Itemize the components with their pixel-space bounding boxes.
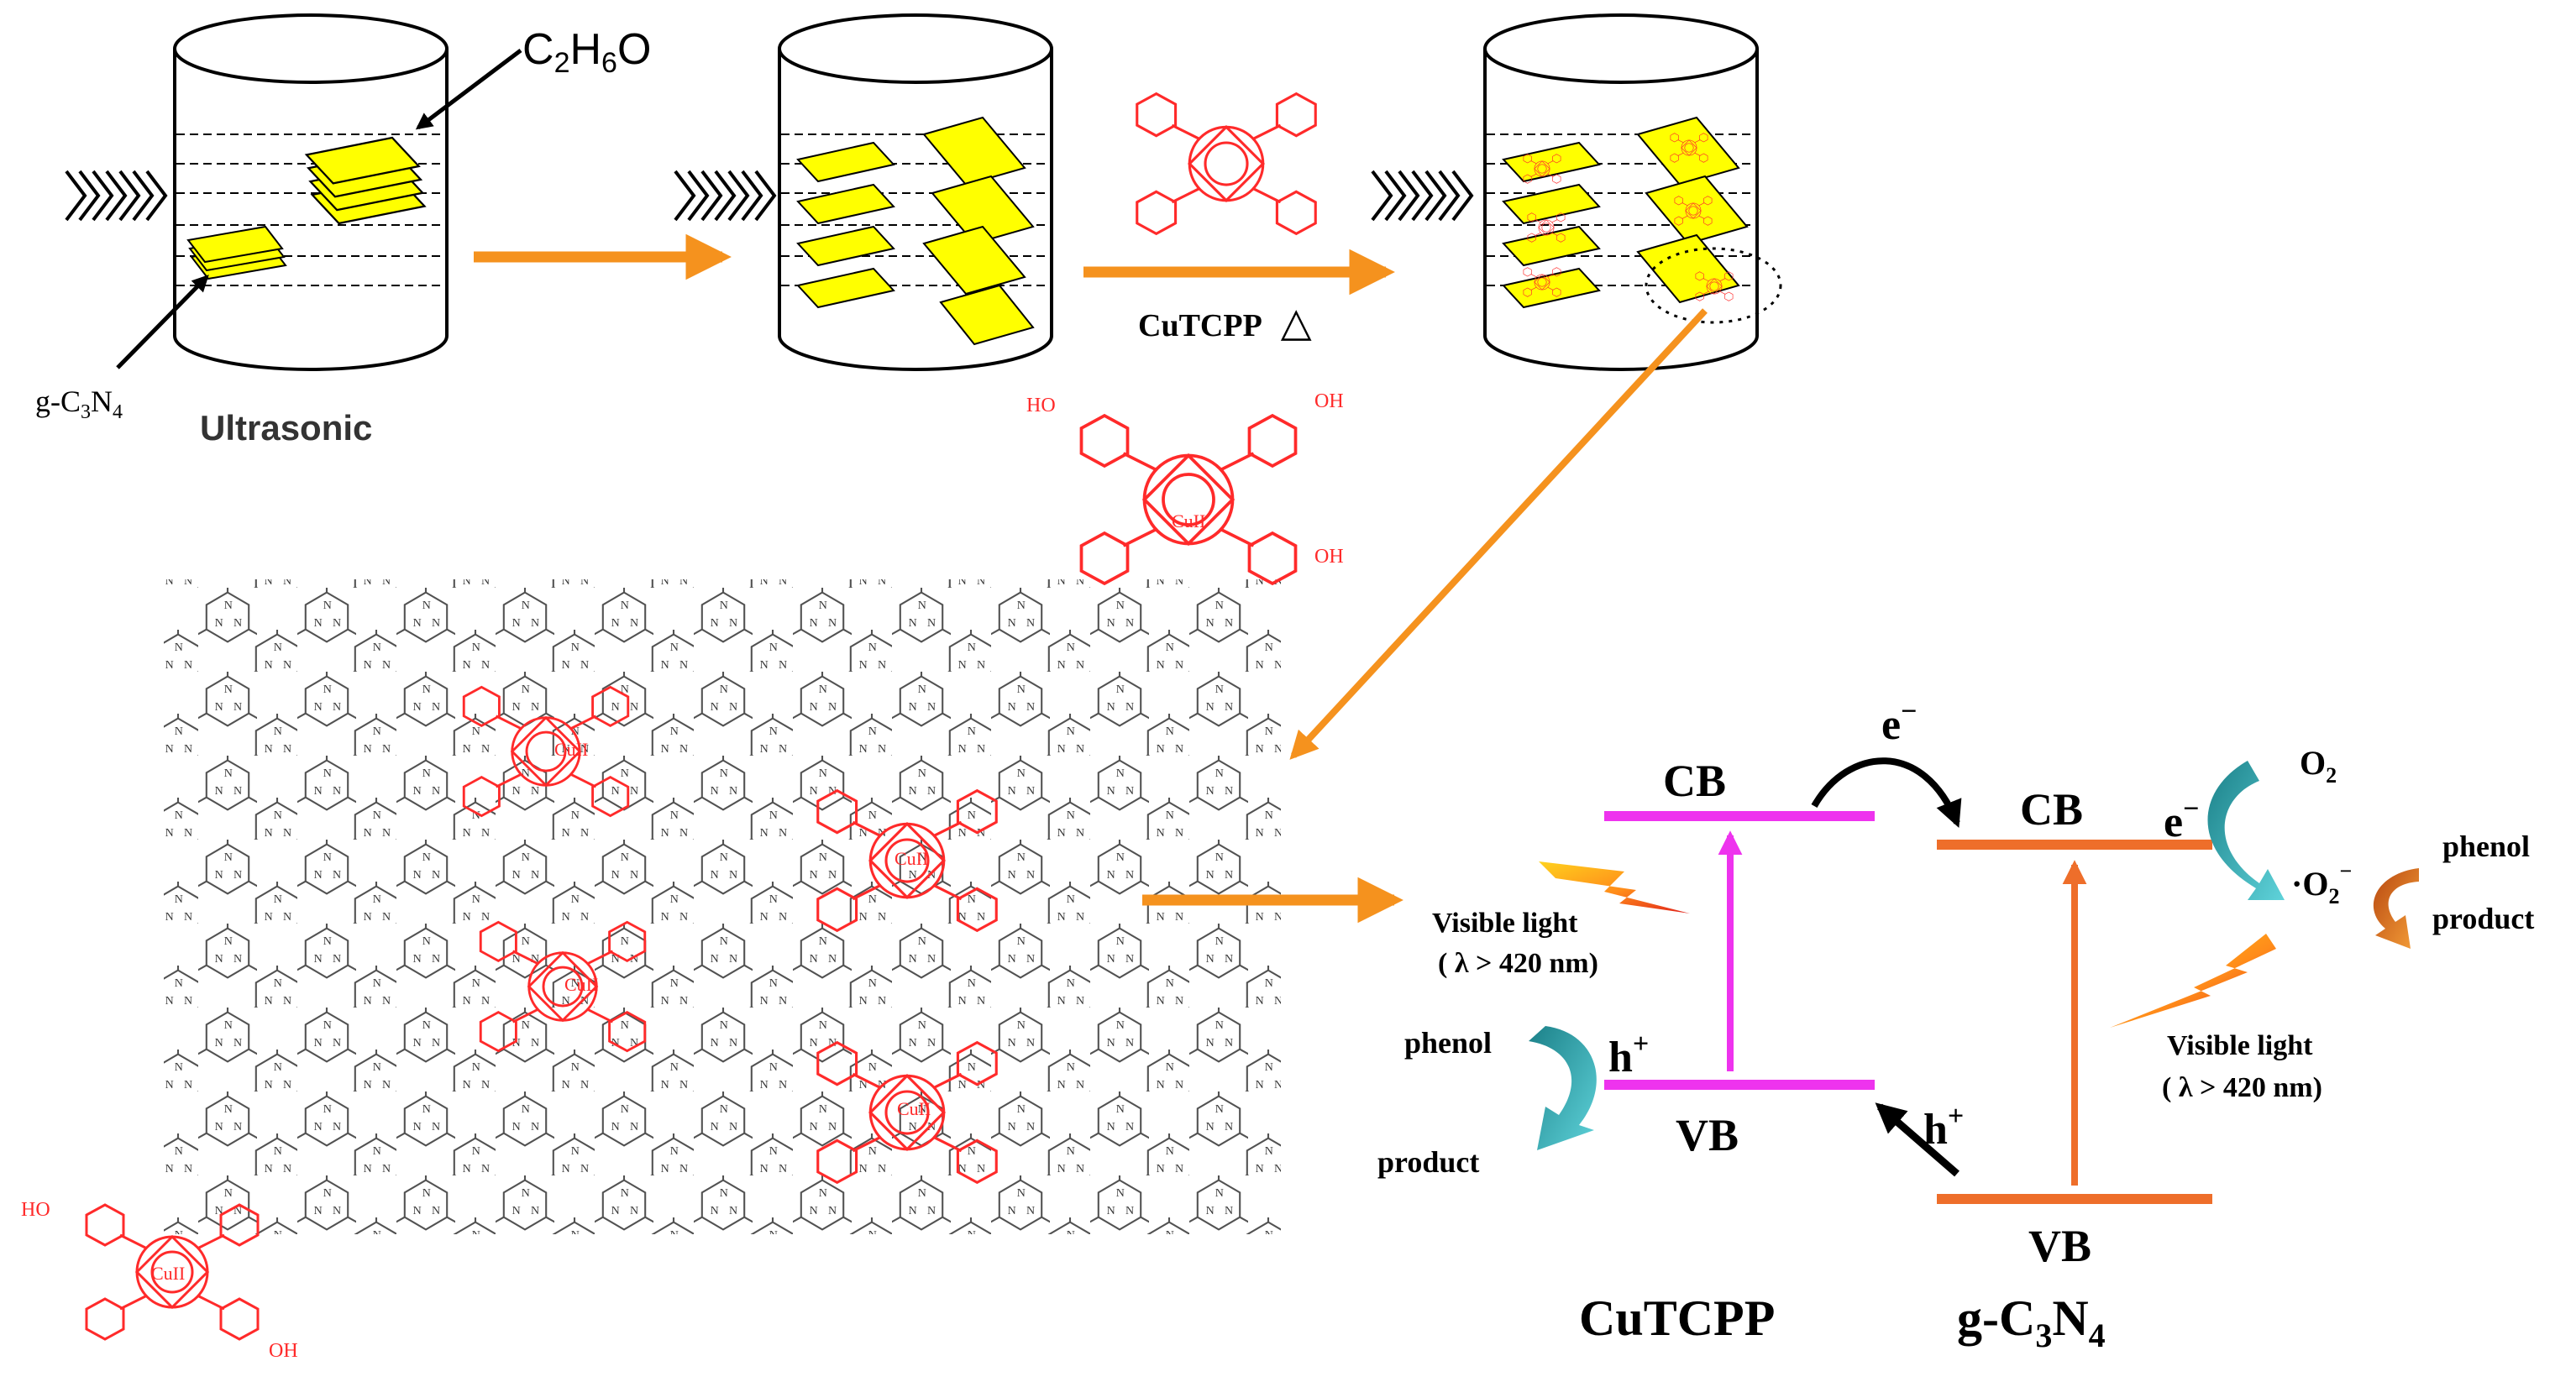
cutcpp-vb-label: VB <box>1676 1110 1739 1160</box>
electron-transfer-arrow <box>1811 757 1962 828</box>
visible-light-label-right: Visible light <box>2167 1030 2313 1061</box>
solvent-label: C2H6O <box>522 25 651 79</box>
gcn-label: g-C3N4 <box>35 385 123 423</box>
svg-text:OH: OH <box>269 1340 298 1362</box>
beaker-1: C2H6O g-C3N4 Ultrasonic <box>35 13 651 448</box>
electron-transfer-label: e− <box>1881 696 1917 749</box>
svg-text:OH: OH <box>1314 546 1344 568</box>
cutcpp-molecule-floating: CuII HO OH OH <box>1026 390 1344 584</box>
svg-text:OH: OH <box>1314 390 1344 412</box>
cutcpp-molecule-top <box>1136 92 1317 235</box>
product-label-left: product <box>1377 1145 1479 1179</box>
phenol-degradation-arrow-icon <box>2373 868 2419 949</box>
beaker-3 <box>1372 13 1782 371</box>
svg-text:CuII: CuII <box>554 739 588 760</box>
band-diagram: CB VB CB VB e− h+ h+ e− O2 ·O2− phenol p… <box>1377 696 2534 1354</box>
svg-text:CuII: CuII <box>151 1263 185 1284</box>
visible-light-label-left: Visible light <box>1432 908 1578 939</box>
hole-transfer-arrow <box>1875 1102 1960 1177</box>
phenol-label-left: phenol <box>1404 1026 1492 1060</box>
gcn-cb-label: CB <box>2020 784 2083 835</box>
phenol-label-right: phenol <box>2442 830 2530 863</box>
cutcpp-cb-label: CB <box>1663 756 1726 806</box>
oxygen-reduction-arrow-icon <box>2207 761 2285 900</box>
anchored-porphyrins: CuII CuII CuII CuII <box>462 685 998 1185</box>
beaker-2 <box>675 13 1053 371</box>
wavelength-label-right: ( λ > 420 nm) <box>2162 1072 2322 1103</box>
cutcpp-molecule-corner: CuII HO OH <box>21 1199 298 1362</box>
svg-text:CuII: CuII <box>895 848 928 869</box>
wavelength-label-left: ( λ > 420 nm) <box>1438 948 1598 979</box>
visible-light-bolt-icon-left <box>1539 861 1690 913</box>
zoom-circle <box>1645 247 1782 324</box>
ultrasonic-waves-icon <box>1372 171 1472 220</box>
product-label-right: product <box>2432 902 2534 935</box>
cutcpp-caption: CuTCPP <box>1579 1290 1775 1346</box>
porphyrin-icon <box>1136 92 1317 235</box>
ultrasonic-label: Ultrasonic <box>200 408 372 448</box>
cutcpp-hole-label: h+ <box>1608 1029 1649 1081</box>
visible-light-bolt-icon-right <box>2110 934 2276 1028</box>
hole-transfer-label: h+ <box>1923 1101 1964 1154</box>
zoom-arrow <box>1289 308 1708 760</box>
svg-text:CuII: CuII <box>897 1098 931 1119</box>
svg-text:HO: HO <box>1026 395 1056 416</box>
gcn-network-structure <box>164 579 1281 1234</box>
superoxide-label: ·O2− <box>2291 859 2352 908</box>
ultrasonic-waves-icon <box>66 171 165 220</box>
gcn-sheet-stack-icon <box>305 136 426 225</box>
gcn-electron-label: e− <box>2164 793 2199 846</box>
svg-text:CuII: CuII <box>1172 510 1205 531</box>
reagent-label: CuTCPP△ <box>1138 301 1312 345</box>
svg-text:HO: HO <box>21 1199 50 1221</box>
svg-text:CuII: CuII <box>564 974 598 995</box>
exfoliated-sheets-icon <box>796 116 1035 346</box>
ultrasonic-waves-icon <box>675 171 774 220</box>
gcn-sheet-stack-small-icon <box>187 226 286 280</box>
loaded-sheets-icon <box>1502 116 1749 309</box>
gcn-vb-label: VB <box>2028 1221 2091 1271</box>
gcn-caption: g-C3N4 <box>1957 1290 2106 1354</box>
o2-label: O2 <box>2300 744 2337 788</box>
porphyrin-icon <box>1082 416 1296 584</box>
phenol-oxidation-arrow-icon <box>1529 1026 1597 1150</box>
